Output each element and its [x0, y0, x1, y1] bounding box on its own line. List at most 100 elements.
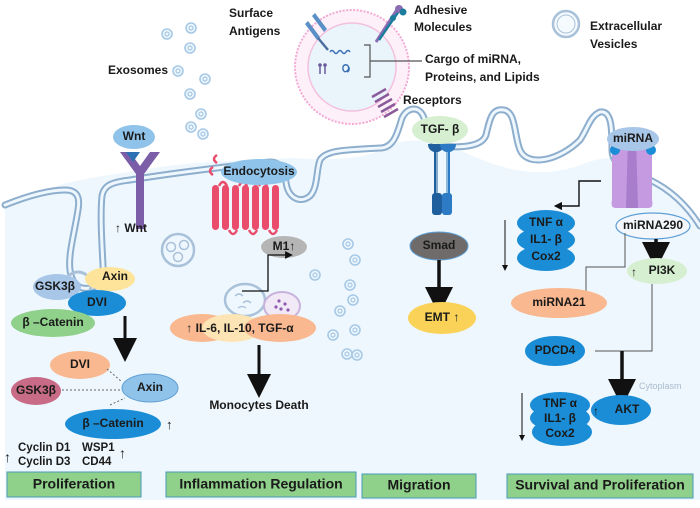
function-box-inflammation-regulation: Inflammation Regulation — [165, 471, 357, 498]
cytokines-bottom-node — [530, 392, 592, 446]
extracellular-vesicles-label-line: Vesicles — [590, 37, 638, 51]
cytokines-label: ↑ IL-6, IL-10, TGF-α — [186, 321, 294, 335]
pi3k-label: PI3K — [649, 263, 676, 277]
function-label: Survival and Proliferation — [515, 477, 685, 493]
function-label: Inflammation Regulation — [179, 476, 342, 492]
akt-label: AKT — [615, 402, 640, 416]
mirna-ligand — [607, 127, 659, 151]
exosome-icon — [309, 269, 321, 281]
cytokines-top-node — [517, 210, 575, 271]
receptors-label-line: Receptors — [403, 93, 462, 107]
transmembrane-helix — [262, 185, 269, 230]
transmembrane-helix — [272, 185, 279, 230]
exosome-icon — [185, 22, 197, 34]
exosome-icon — [342, 238, 354, 250]
emt-node — [408, 302, 476, 334]
function-box-proliferation: Proliferation — [6, 471, 142, 498]
transmembrane-helix — [242, 185, 249, 230]
function-label: Migration — [388, 477, 451, 493]
targets-up-arrow-left: ↑ — [4, 449, 11, 465]
smad-label: Smad — [423, 238, 456, 252]
multivesicular-body-left — [160, 232, 196, 268]
gsk3b-label: GSK3β — [35, 279, 75, 293]
exosome-icon — [161, 28, 173, 40]
akt-node — [591, 395, 651, 425]
exosome-icon — [195, 108, 207, 120]
exosome-icon — [184, 42, 196, 54]
multivesicular-body-center — [223, 282, 301, 321]
il1-beta-top-label: IL1- β — [530, 232, 562, 246]
exosomes-label: Exosomes — [108, 63, 168, 77]
monocytes-death-label: Monocytes Death — [209, 398, 308, 412]
tgf-beta-receptor-icon — [428, 144, 456, 215]
endocytosis-node — [221, 159, 297, 185]
exosome-icon — [344, 279, 356, 291]
m1-node — [261, 236, 307, 258]
exosome-icon — [334, 305, 346, 317]
adhesive-molecules-label-line: Adhesive — [414, 3, 468, 17]
exosome-icon — [347, 294, 359, 306]
gsk3b-free-label: GSK3β — [16, 383, 56, 397]
beta-catenin-label: β –Catenin — [22, 315, 83, 329]
m1-label: M1↑ — [273, 239, 296, 253]
exosome-particles — [161, 22, 363, 361]
exosome-icon — [172, 65, 184, 77]
gsk3b-free-node — [11, 377, 61, 405]
surface-antigens-label-line: Surface — [229, 6, 273, 20]
function-box-survival-and-proliferation: Survival and Proliferation — [506, 473, 694, 499]
surface-antigen-icon — [305, 13, 329, 51]
pi3k-up-arrow: ↑ — [631, 265, 637, 279]
transmembrane-helix — [222, 185, 229, 230]
il1-beta-bottom-label: IL1- β — [544, 411, 576, 425]
wnt-up-label: ↑ Wnt — [115, 221, 147, 235]
function-box-migration: Migration — [361, 473, 477, 499]
wsp1-label: WSP1 — [82, 442, 115, 454]
mirna-channel-icon — [610, 140, 656, 208]
m1-activation-arrow — [242, 251, 293, 292]
beta-catenin-free-label: β –Catenin — [82, 416, 143, 430]
targets-up-arrow-right: ↑ — [119, 445, 126, 461]
pi3k-node — [627, 258, 687, 284]
dvl-label: DVI — [87, 295, 107, 309]
tgf-beta-label: TGF- β — [421, 122, 460, 136]
cargo-label: Cargo of miRNA,Proteins, and Lipids — [425, 52, 540, 84]
mirna290-node — [615, 212, 691, 240]
exosome-icon — [349, 254, 361, 266]
tnf-alpha-top-label: TNF α — [529, 215, 564, 229]
mirna290-label: miRNA290 — [623, 218, 683, 232]
cytokines-node — [170, 314, 316, 342]
cytoplasm-label: Cytoplasm — [639, 381, 682, 391]
pdcd4-node — [525, 336, 585, 366]
tnf-alpha-bottom-label: TNF α — [543, 396, 578, 410]
mirna21-label: miRNA21 — [532, 295, 586, 309]
adhesive-molecule-icon — [374, 5, 407, 43]
cox2-bottom-label: Cox2 — [545, 426, 575, 440]
dissociation-dashes — [62, 368, 126, 406]
exosome-icon — [341, 348, 353, 360]
function-label: Proliferation — [33, 476, 115, 492]
beta-catenin-free-node — [65, 409, 161, 439]
cd44-label: CD44 — [82, 456, 112, 468]
exosome-icon — [185, 121, 197, 133]
axin-free-label: Axin — [137, 380, 163, 394]
emt-label: EMT ↑ — [425, 310, 460, 324]
wnt-receptor-icon — [120, 152, 160, 229]
pdcd4-label: PDCD4 — [535, 343, 576, 357]
mirna290-mirna21-connector — [585, 233, 626, 295]
dvl-node — [68, 290, 126, 316]
transmembrane-helix — [212, 185, 219, 230]
axin-node — [85, 267, 135, 291]
beta-catenin-up-arrow: ↑ — [166, 417, 173, 432]
receptors-label: Receptors — [403, 93, 462, 107]
transmembrane-helix — [252, 185, 259, 230]
beta-catenin-node — [11, 309, 95, 337]
gpcr-receptor-icon — [208, 153, 281, 248]
exosome-icon — [349, 324, 361, 336]
cyclin-d1-label: Cyclin D1 — [18, 442, 71, 454]
endocytosis-label: Endocytosis — [223, 164, 295, 178]
exosome-icon — [351, 349, 363, 361]
exosome-icon — [327, 329, 339, 341]
